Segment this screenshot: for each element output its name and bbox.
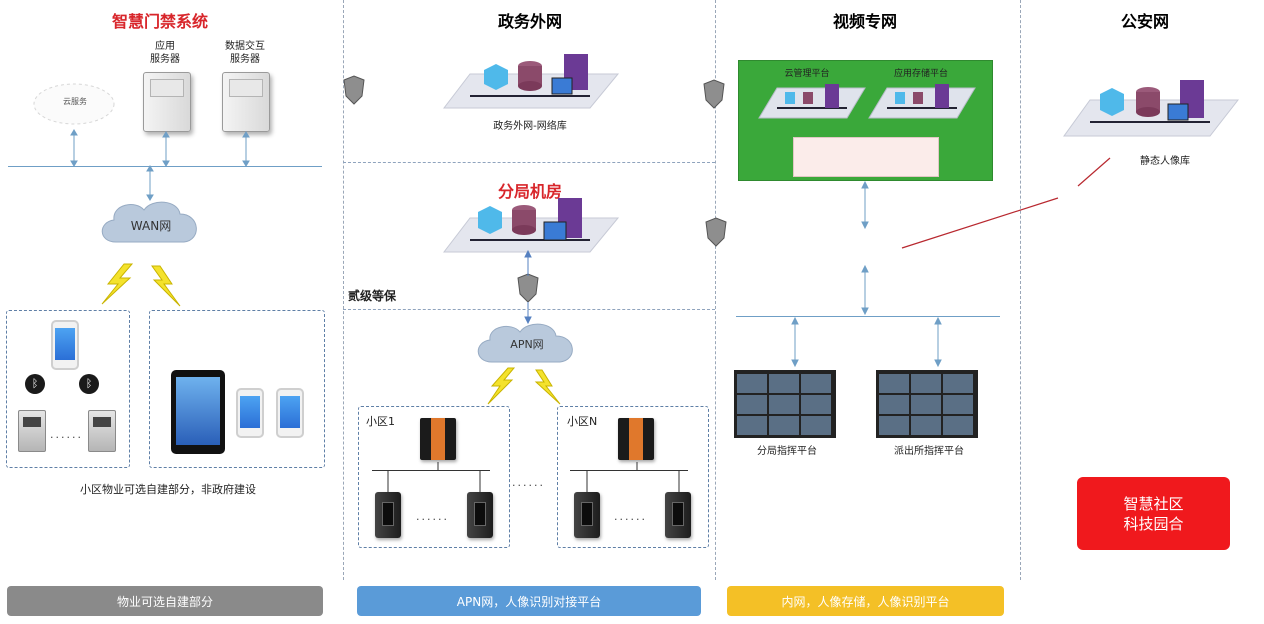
video-arrows (791, 180, 942, 368)
tablet-icon (171, 370, 225, 454)
gov-network-icon (442, 54, 620, 109)
tablet-group-box (149, 310, 325, 468)
shield-icon (517, 273, 539, 303)
ellipsis: ...... (614, 510, 647, 523)
divider-3 (1020, 0, 1021, 580)
community-n-box (557, 406, 709, 548)
community-1-links (387, 462, 481, 492)
branch-room-title: 分局机房 (497, 182, 562, 201)
shield-icon (705, 217, 727, 247)
gov-divider (343, 162, 715, 163)
wan-label: WAN网 (130, 219, 172, 233)
police-network-icon (1063, 80, 1240, 137)
video-wall-icon (876, 370, 978, 438)
app-server-icon (143, 72, 191, 132)
access-arrows (70, 129, 250, 201)
bluetooth-icon: ᛒ (79, 374, 99, 394)
cloud-label: 云服务 (63, 97, 87, 106)
lightning-icon (487, 367, 561, 405)
divider-1 (343, 0, 344, 580)
divider-2 (715, 0, 716, 580)
phone-icon (236, 388, 264, 438)
video-lan-line (736, 316, 1000, 317)
ellipsis: ...... (512, 476, 545, 489)
card-reader-icon (18, 410, 46, 452)
community-n-links (586, 462, 680, 492)
mobile-group-box (6, 310, 130, 468)
cloud-icon (33, 83, 115, 125)
bottom-bar-property: 物业可选自建部分 (7, 586, 323, 616)
panel-left-label: 云管理平台 (784, 69, 830, 79)
community-1-label: 小区1 (366, 415, 395, 428)
platform-left-label: 分局指挥平台 (757, 446, 817, 457)
apn-cloud-icon (477, 323, 573, 363)
community-n-bus (570, 470, 688, 471)
community-n-label: 小区N (567, 415, 598, 428)
ellipsis: ...... (416, 510, 449, 523)
phone-icon (276, 388, 304, 438)
shield-icon (343, 75, 365, 105)
video-platform-panel (738, 60, 993, 181)
video-network-title: 视频专网 (832, 12, 897, 31)
gov-network-caption: 政务外网-网络库 (493, 121, 567, 132)
app-server-label: 应用 服务器 (150, 41, 180, 65)
branch-room-icon (442, 198, 620, 253)
access-note: 小区物业可选自建部分，非政府建设 (80, 483, 256, 496)
apn-label: APN网 (510, 338, 544, 351)
phone-icon (51, 320, 79, 370)
ellipsis: ...... (50, 428, 83, 441)
community-1-bus (372, 470, 490, 471)
access-terminal-icon (467, 492, 493, 538)
community-1-box (358, 406, 510, 548)
gov-network-title: 政务外网 (497, 12, 562, 31)
bottom-bar-intranet: 内网，人像存储，人像识别平台 (727, 586, 1004, 616)
database-icon (484, 64, 508, 90)
video-platform-icons (758, 84, 976, 119)
lightning-icon (101, 263, 181, 307)
access-terminal-icon (375, 492, 401, 538)
data-server-label: 数据交互 服务器 (225, 41, 265, 65)
panel-inner-box (793, 137, 939, 177)
shields (343, 75, 727, 325)
video-wall-icon (734, 370, 836, 438)
brand-badge: 智慧社区 科技园合 (1077, 477, 1230, 550)
panel-right-label: 应用存储平台 (893, 69, 948, 79)
access-terminal-icon (574, 492, 600, 538)
gateway-icon (420, 418, 456, 460)
wan-cloud-icon (101, 201, 197, 243)
security-level-label: 贰级等保 (348, 289, 397, 303)
bottom-bar-apn: APN网，人像识别对接平台 (357, 586, 701, 616)
police-network-caption: 静态人像库 (1140, 156, 1190, 167)
access-control-title: 智慧门禁系统 (111, 12, 208, 31)
police-link-line (901, 157, 1111, 249)
bluetooth-icon: ᛒ (25, 374, 45, 394)
police-network-title: 公安网 (1120, 12, 1169, 31)
access-terminal-icon (665, 492, 691, 538)
platform-right-label: 派出所指挥平台 (894, 446, 964, 457)
lan-line-1 (8, 166, 322, 167)
apn-divider (343, 309, 715, 310)
gateway-icon (618, 418, 654, 460)
card-reader-icon (88, 410, 116, 452)
shield-icon (703, 79, 725, 109)
